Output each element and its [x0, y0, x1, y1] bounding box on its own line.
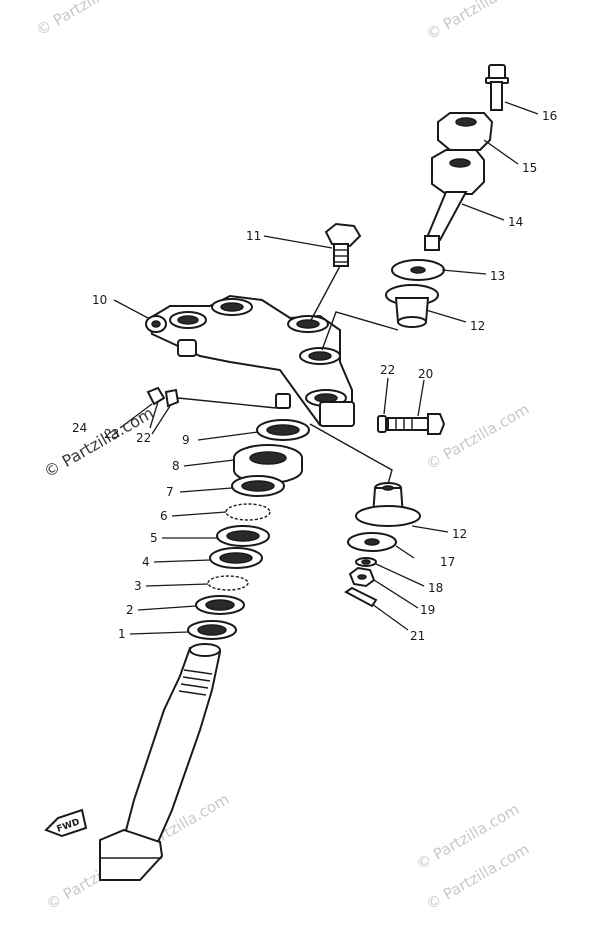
part-24-23-clamp — [146, 386, 277, 409]
part-21-22-pinch-bolt — [377, 413, 446, 435]
part-3-ball-bearing — [207, 575, 249, 591]
callout-4: 4 — [142, 555, 150, 569]
callout-labels: 16 15 14 13 12 11 10 22 20 24 23 22 9 8 … — [72, 109, 557, 643]
callout-9: 9 — [182, 433, 190, 447]
part-12-upper-damper — [385, 284, 439, 328]
part-15-holder-cap — [437, 112, 494, 151]
callout-21: 20 — [418, 367, 433, 381]
callout-8: 8 — [172, 459, 180, 473]
callout-3: 3 — [134, 579, 142, 593]
callout-14: 14 — [508, 215, 523, 229]
part-4-bearing-race — [209, 547, 263, 569]
callout-16: 16 — [542, 109, 557, 123]
fwd-direction-tag: FWD — [44, 808, 88, 838]
callout-2: 2 — [126, 603, 134, 617]
callout-15: 15 — [522, 161, 537, 175]
callout-12-upper: 12 — [470, 319, 485, 333]
part-10-upper-bracket — [145, 294, 355, 427]
part-9-ring-nut — [256, 419, 310, 441]
part-20-cotter-pin — [344, 586, 378, 608]
watermark-top-right: © Partzilla.com — [423, 0, 532, 43]
part-2-bearing-race — [195, 595, 245, 615]
callout-10: 10 — [92, 293, 107, 307]
callout-12-lower: 12 — [452, 527, 467, 541]
part-6-ball-bearing — [225, 503, 271, 521]
callout-24: 24 — [72, 421, 87, 435]
callout-22-left: 22 — [136, 431, 151, 445]
callout-20: 21 — [410, 629, 425, 643]
callout-22-right: 22 — [380, 363, 395, 377]
part-12-lower-damper — [355, 482, 421, 527]
callout-11: 11 — [246, 229, 261, 243]
callout-19: 19 — [420, 603, 435, 617]
part-1-dust-seal — [187, 620, 237, 640]
part-11-bolt — [324, 222, 362, 267]
callout-17: 17 — [440, 555, 455, 569]
part-18-washer — [355, 557, 377, 567]
callout-18: 18 — [428, 581, 443, 595]
callout-13: 13 — [490, 269, 505, 283]
part-13-washer — [391, 259, 445, 281]
part-19-nut — [348, 566, 376, 588]
callout-1: 1 — [118, 627, 126, 641]
steering-stem — [99, 643, 222, 881]
part-5-bearing-race — [216, 525, 270, 547]
callout-6: 6 — [160, 509, 168, 523]
part-7-bearing-race — [231, 475, 285, 497]
part-16-bolt — [485, 64, 509, 111]
callout-7: 7 — [166, 485, 174, 499]
leader-lines — [113, 101, 539, 635]
part-14-handlebar-holder — [424, 149, 485, 251]
callout-5: 5 — [150, 531, 158, 545]
assembly-lines — [309, 265, 399, 485]
watermark-top-left: © Partzilla.com — [33, 0, 142, 39]
watermark-mid-right: © Partzilla.com — [423, 400, 532, 473]
callout-23: 23 — [104, 427, 119, 441]
part-17-washer — [347, 532, 397, 552]
